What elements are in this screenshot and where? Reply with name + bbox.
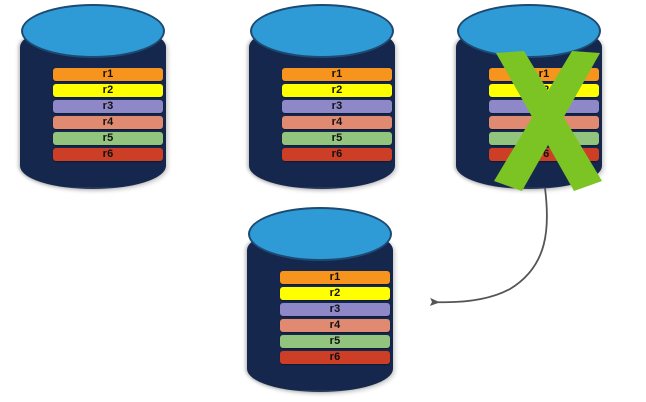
cylinder-top — [457, 4, 601, 58]
row-bar[interactable]: r1 — [489, 68, 599, 81]
row-label: r6 — [538, 148, 550, 160]
row-bar[interactable]: r2 — [489, 84, 599, 97]
row-bar[interactable]: r3 — [282, 100, 392, 113]
row-list: r1 r2 r3 r4 r5 r6 — [280, 271, 390, 367]
row-label: r2 — [538, 84, 550, 96]
row-bar[interactable]: r5 — [280, 335, 390, 348]
cylinder-top — [248, 207, 392, 261]
row-label: r5 — [538, 132, 550, 144]
row-label: r5 — [329, 335, 341, 347]
row-bar[interactable]: r2 — [282, 84, 392, 97]
row-bar[interactable]: r5 — [53, 132, 163, 145]
row-bar[interactable]: r4 — [280, 319, 390, 332]
row-label: r2 — [331, 84, 343, 96]
node-cylinder-1[interactable]: Node 1 r1 r2 r3 r4 r5 r6 — [20, 4, 166, 189]
row-label: r1 — [329, 271, 341, 283]
row-bar[interactable]: r5 — [489, 132, 599, 145]
row-label: r2 — [329, 287, 341, 299]
row-list: r1 r2 r3 r4 r5 r6 — [282, 68, 392, 164]
row-label: r1 — [331, 68, 343, 80]
row-bar[interactable]: r1 — [53, 68, 163, 81]
row-list: r1 r2 r3 r4 r5 r6 — [53, 68, 163, 164]
row-label: r4 — [331, 116, 343, 128]
row-bar[interactable]: r2 — [53, 84, 163, 97]
row-bar[interactable]: r4 — [489, 116, 599, 129]
row-bar[interactable]: r6 — [282, 148, 392, 161]
row-bar[interactable]: r5 — [282, 132, 392, 145]
row-label: r6 — [102, 148, 114, 160]
row-label: r6 — [329, 351, 341, 363]
row-label: r5 — [102, 132, 114, 144]
row-bar[interactable]: r6 — [489, 148, 599, 161]
row-bar[interactable]: r3 — [489, 100, 599, 113]
row-bar[interactable]: r1 — [282, 68, 392, 81]
row-label: r3 — [538, 100, 550, 112]
row-bar[interactable]: r3 — [280, 303, 390, 316]
row-label: r3 — [329, 303, 341, 315]
cylinder-top — [21, 4, 165, 58]
row-label: r2 — [102, 84, 114, 96]
row-bar[interactable]: r4 — [53, 116, 163, 129]
node-cylinder-4[interactable]: Node 4 r1 r2 r3 r4 r5 r6 — [247, 207, 393, 392]
row-label: r4 — [538, 116, 550, 128]
node-cylinder-2[interactable]: Node 2 r1 r2 r3 r4 r5 r6 — [249, 4, 395, 189]
row-label: r6 — [331, 148, 343, 160]
row-bar[interactable]: r1 — [280, 271, 390, 284]
row-bar[interactable]: r6 — [53, 148, 163, 161]
row-bar[interactable]: r6 — [280, 351, 390, 364]
row-label: r4 — [102, 116, 114, 128]
row-bar[interactable]: r4 — [282, 116, 392, 129]
row-label: r1 — [102, 68, 114, 80]
row-label: r5 — [331, 132, 343, 144]
row-label: r3 — [331, 100, 343, 112]
row-bar[interactable]: r3 — [53, 100, 163, 113]
node-cylinder-3[interactable]: Node 3 r1 r2 r3 r4 r5 r6 — [456, 4, 602, 191]
row-list: r1 r2 r3 r4 r5 r6 — [489, 68, 599, 164]
cylinder-top — [250, 4, 394, 58]
row-label: r4 — [329, 319, 341, 331]
arrow-path — [429, 187, 548, 306]
row-label: r1 — [538, 68, 550, 80]
row-bar[interactable]: r2 — [280, 287, 390, 300]
row-label: r3 — [102, 100, 114, 112]
